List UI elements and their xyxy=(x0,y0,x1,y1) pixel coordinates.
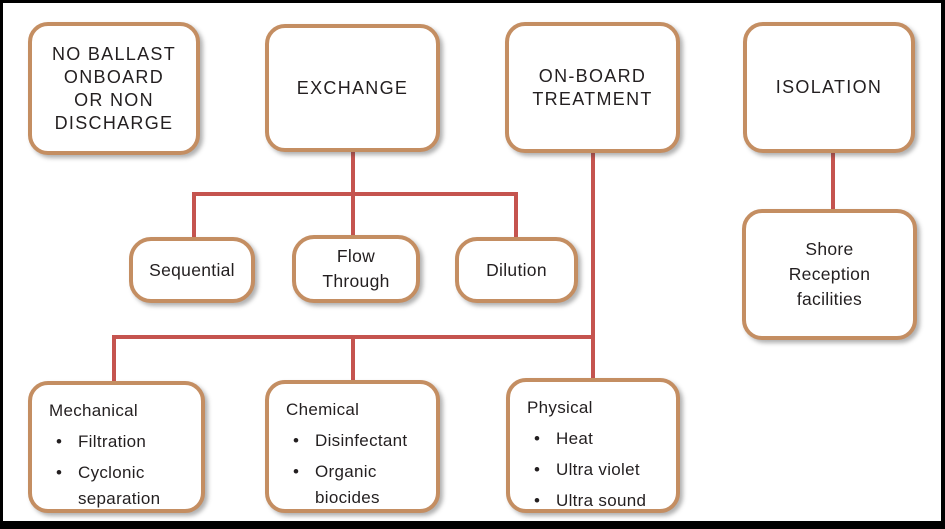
connector-dilution-drop xyxy=(514,192,518,237)
node-no-ballast-onboard: NO BALLAST ONBOARD OR NON DISCHARGE xyxy=(28,22,200,155)
node-flow-through-label: Flow Through xyxy=(322,246,390,291)
node-isolation: ISOLATION xyxy=(743,22,915,153)
list-item: • Filtration xyxy=(49,429,193,455)
node-onboard-treatment: ON-BOARD TREATMENT xyxy=(505,22,680,153)
connector-sequential-drop xyxy=(192,192,196,237)
connector-onboard-stem xyxy=(591,151,595,381)
bullet-icon: • xyxy=(534,460,541,479)
list-item-label: Cyclonic separation xyxy=(78,463,161,508)
list-item: • Cyclonic separation xyxy=(49,460,193,512)
node-sequential: Sequential xyxy=(129,237,255,303)
connector-isolation-stem xyxy=(831,151,835,211)
list-item-label: Ultra sound xyxy=(556,491,647,510)
node-shore-reception: Shore Reception facilities xyxy=(742,209,917,340)
connector-chemical-drop xyxy=(351,335,355,380)
connector-exchange-branch-bar xyxy=(192,192,518,196)
list-item: • Heat xyxy=(527,426,668,452)
bullet-icon: • xyxy=(56,432,63,451)
list-item: • Ultra sound xyxy=(527,488,668,514)
list-item-label: Filtration xyxy=(78,432,147,451)
bullet-icon: • xyxy=(534,491,541,510)
node-isolation-label: ISOLATION xyxy=(775,77,883,97)
node-dilution-label: Dilution xyxy=(486,259,547,280)
list-item: • Organic biocides xyxy=(286,459,428,511)
node-shore-reception-label: Shore Reception facilities xyxy=(788,239,871,309)
node-physical: Physical • Heat • Ultra violet • Ultra s… xyxy=(506,378,680,513)
node-flow-through: Flow Through xyxy=(292,235,420,303)
bullet-icon: • xyxy=(293,462,300,481)
node-chemical: Chemical • Disinfectant • Organic biocid… xyxy=(265,380,440,513)
list-item-label: Ultra violet xyxy=(556,460,640,479)
list-item-label: Heat xyxy=(556,429,594,448)
bullet-icon: • xyxy=(534,429,541,448)
node-no-ballast-label: NO BALLAST ONBOARD OR NON DISCHARGE xyxy=(51,43,177,133)
node-mechanical-title: Mechanical xyxy=(49,401,138,420)
bullet-icon: • xyxy=(293,431,300,450)
node-exchange: EXCHANGE xyxy=(265,24,440,152)
list-item-label: Disinfectant xyxy=(315,431,408,450)
node-physical-title: Physical xyxy=(527,398,593,417)
connector-mechanical-drop xyxy=(112,335,116,381)
node-onboard-treatment-label: ON-BOARD TREATMENT xyxy=(532,65,653,109)
node-exchange-label: EXCHANGE xyxy=(296,77,409,98)
list-item: • Ultra violet xyxy=(527,457,668,483)
bullet-icon: • xyxy=(56,463,63,482)
node-chemical-title: Chemical xyxy=(286,400,360,419)
node-sequential-label: Sequential xyxy=(149,259,235,280)
list-item-label: Organic biocides xyxy=(315,462,380,507)
node-dilution: Dilution xyxy=(455,237,578,303)
node-mechanical: Mechanical • Filtration • Cyclonic separ… xyxy=(28,381,205,513)
list-item: • Disinfectant xyxy=(286,428,428,454)
